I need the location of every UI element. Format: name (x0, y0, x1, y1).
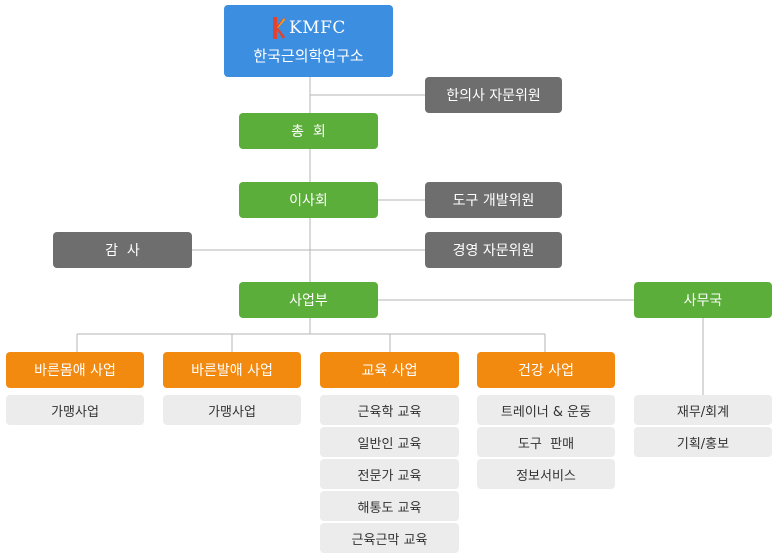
division-foot-title: 바른발애 사업 (163, 352, 301, 388)
kmfc-logo: KMFC (271, 16, 346, 39)
division-health-title: 건강 사업 (477, 352, 615, 388)
division-education-item: 근육학 교육 (320, 395, 459, 425)
division-body-item: 가맹사업 (6, 395, 144, 425)
general-assembly-box: 총 회 (239, 113, 378, 149)
secretariat-item: 기획/홍보 (634, 427, 772, 457)
division-education-title: 교육 사업 (320, 352, 459, 388)
secretariat-item: 재무/회계 (634, 395, 772, 425)
division-education-item: 해통도 교육 (320, 491, 459, 521)
division-foot-item: 가맹사업 (163, 395, 301, 425)
division-health-item: 트레이너 & 운동 (477, 395, 615, 425)
advisory-oriental-doctor: 한의사 자문위원 (425, 77, 562, 113)
kmfc-logo-icon (273, 16, 286, 39)
division-health-item: 정보서비스 (477, 459, 615, 489)
org-name: 한국근의학연구소 (253, 46, 364, 65)
root-org-box: KMFC 한국근의학연구소 (224, 5, 393, 77)
division-education-item: 일반인 교육 (320, 427, 459, 457)
division-body-title: 바른몸애 사업 (6, 352, 144, 388)
division-education-item: 전문가 교육 (320, 459, 459, 489)
division-education-item: 근육근막 교육 (320, 523, 459, 553)
business-dept-box: 사업부 (239, 282, 378, 318)
advisory-management: 경영 자문위원 (425, 232, 562, 268)
secretariat-box: 사무국 (634, 282, 772, 318)
advisory-tool-dev: 도구 개발위원 (425, 182, 562, 218)
logo-text: KMFC (289, 17, 346, 38)
audit-box: 감 사 (53, 232, 192, 268)
division-health-item: 도구 판매 (477, 427, 615, 457)
board-box: 이사회 (239, 182, 378, 218)
